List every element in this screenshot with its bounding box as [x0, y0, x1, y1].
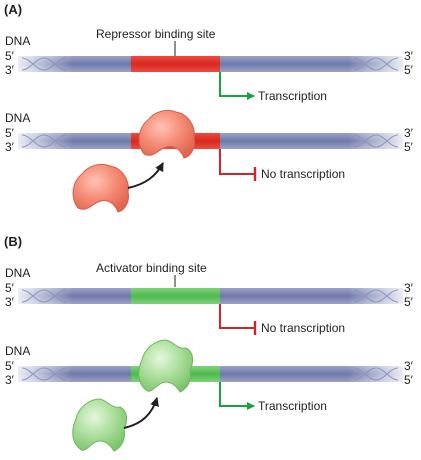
transcription-arrow: [219, 72, 255, 100]
panel-b-row2-dna-label: DNA: [5, 344, 30, 358]
strand-end-5-right: 5′: [404, 295, 414, 309]
strand-end-5-right: 5′: [404, 140, 414, 154]
activator-binding-site: [131, 288, 220, 304]
strand-end-3-right: 3′: [404, 49, 414, 63]
strand-end-5-right: 5′: [404, 373, 414, 387]
activator-site-label: Activator binding site: [96, 261, 207, 275]
panel-a-label: (A): [4, 2, 22, 17]
repressor-site-label: Repressor binding site: [96, 27, 216, 41]
panel-b-row2-output: Transcription: [258, 399, 327, 413]
free-activator-protein: [72, 398, 128, 452]
free-repressor-protein: [72, 163, 130, 213]
binding-arrow: [123, 397, 159, 429]
strand-end-5-left: 5′: [5, 49, 15, 63]
strand-end-3-left: 3′: [5, 373, 15, 387]
strand-end-5-left: 5′: [5, 281, 15, 295]
panel-a-row1-dna-label: DNA: [5, 34, 30, 48]
panel-a-row1-output: Transcription: [258, 89, 327, 103]
strand-end-3-left: 3′: [5, 63, 15, 77]
bound-activator-protein: [138, 339, 194, 393]
bound-repressor-protein: [138, 109, 196, 159]
blocked-transcription-arrow: [219, 149, 254, 175]
binding-arrow: [127, 162, 164, 189]
transcription-arrow: [219, 382, 255, 410]
strand-end-3-left: 3′: [5, 295, 15, 309]
panel-b-label: (B): [4, 234, 22, 249]
repressor-binding-site: [131, 56, 220, 72]
strand-end-3-right: 3′: [404, 359, 414, 373]
strand-end-5-left: 5′: [5, 126, 15, 140]
blocked-transcription-arrow: [219, 304, 254, 329]
strand-end-5-left: 5′: [5, 359, 15, 373]
panel-b-row1-dna-label: DNA: [5, 266, 30, 280]
panel-a-row2-dna-label: DNA: [5, 111, 30, 125]
panel-b-row1-output: No transcription: [261, 321, 345, 335]
strand-end-3-left: 3′: [5, 140, 15, 154]
panel-a-row2-output: No transcription: [261, 167, 345, 181]
strand-end-3-right: 3′: [404, 281, 414, 295]
strand-end-3-right: 3′: [404, 126, 414, 140]
strand-end-5-right: 5′: [404, 63, 414, 77]
